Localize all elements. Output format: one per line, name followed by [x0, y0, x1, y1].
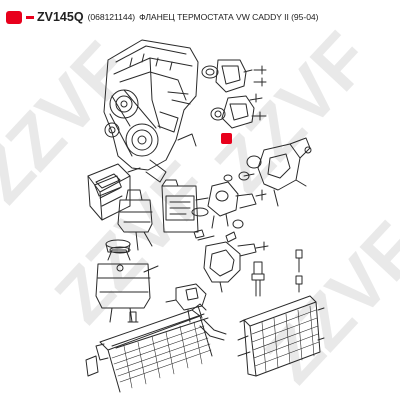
expansion-tank — [117, 189, 153, 251]
lower-flange — [191, 173, 267, 229]
reservoir-lower — [95, 246, 159, 323]
coolant-canister — [87, 163, 141, 221]
radiator-cap — [105, 239, 131, 253]
product-code: ZV145Q — [37, 10, 84, 24]
product-header: ZV145Q (068121144) ФЛАНЕЦ ТЕРМОСТАТА VW … — [6, 9, 319, 25]
bracket-bolts — [295, 249, 303, 293]
radiator-right — [237, 295, 325, 377]
thermostat-housing-top — [201, 59, 267, 93]
water-pump-housing — [246, 137, 312, 207]
antifreeze-bottle — [161, 179, 199, 233]
dash-icon — [26, 15, 34, 19]
red-marker-icon — [6, 10, 22, 24]
highlight-marker — [221, 133, 232, 144]
hose-clips — [193, 229, 237, 243]
product-description: ФЛАНЕЦ ТЕРМОСТАТА VW CADDY II (95-04) — [139, 12, 319, 22]
coolant-elbow — [197, 235, 269, 293]
gasket-rings — [223, 171, 250, 229]
radiator-left — [85, 303, 213, 393]
part-number: (068121144) — [87, 12, 136, 22]
lower-hose — [199, 319, 227, 341]
fan-switch — [251, 261, 265, 297]
drain-plug — [127, 311, 139, 323]
engine-block — [103, 39, 199, 183]
thermostat-flange — [210, 93, 267, 129]
